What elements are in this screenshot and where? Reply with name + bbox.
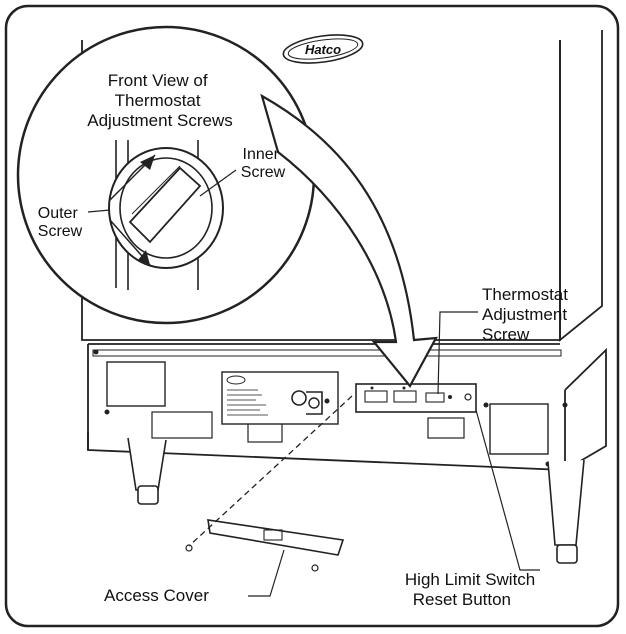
inset-title-line-2: Thermostat bbox=[115, 91, 201, 110]
brand-logo-text: Hatco bbox=[305, 42, 341, 57]
base-trim bbox=[92, 349, 562, 357]
access-cover-panel bbox=[185, 519, 345, 572]
inset-title-line-3: Adjustment Screws bbox=[87, 111, 233, 130]
right-cutout bbox=[427, 417, 465, 439]
cabinet-base bbox=[87, 343, 607, 471]
legs bbox=[127, 437, 585, 564]
access-cover-label: Access Cover bbox=[104, 586, 209, 605]
right-vent bbox=[489, 403, 549, 455]
brand-logo: Hatco bbox=[282, 34, 364, 64]
callout-arrow bbox=[260, 93, 438, 388]
thermostat-screw-label: Thermostat Adjustment Screw bbox=[482, 285, 573, 344]
high-limit-label: High Limit Switch Reset Button bbox=[405, 570, 540, 609]
left-cutout bbox=[151, 411, 213, 439]
inset-title-line-1: Front View of bbox=[108, 71, 208, 90]
thermostat-bay bbox=[355, 383, 477, 413]
outer-screw-label: Outer Screw bbox=[38, 205, 83, 240]
left-vent bbox=[106, 361, 166, 407]
inset-title: Front View of Thermostat Adjustment Scre… bbox=[87, 71, 233, 130]
data-plate bbox=[221, 371, 339, 425]
inner-screw-label: Inner Screw bbox=[241, 146, 286, 181]
install-guide-line bbox=[188, 395, 353, 547]
inset-magnifier bbox=[16, 25, 316, 325]
leader-lines bbox=[87, 169, 540, 597]
